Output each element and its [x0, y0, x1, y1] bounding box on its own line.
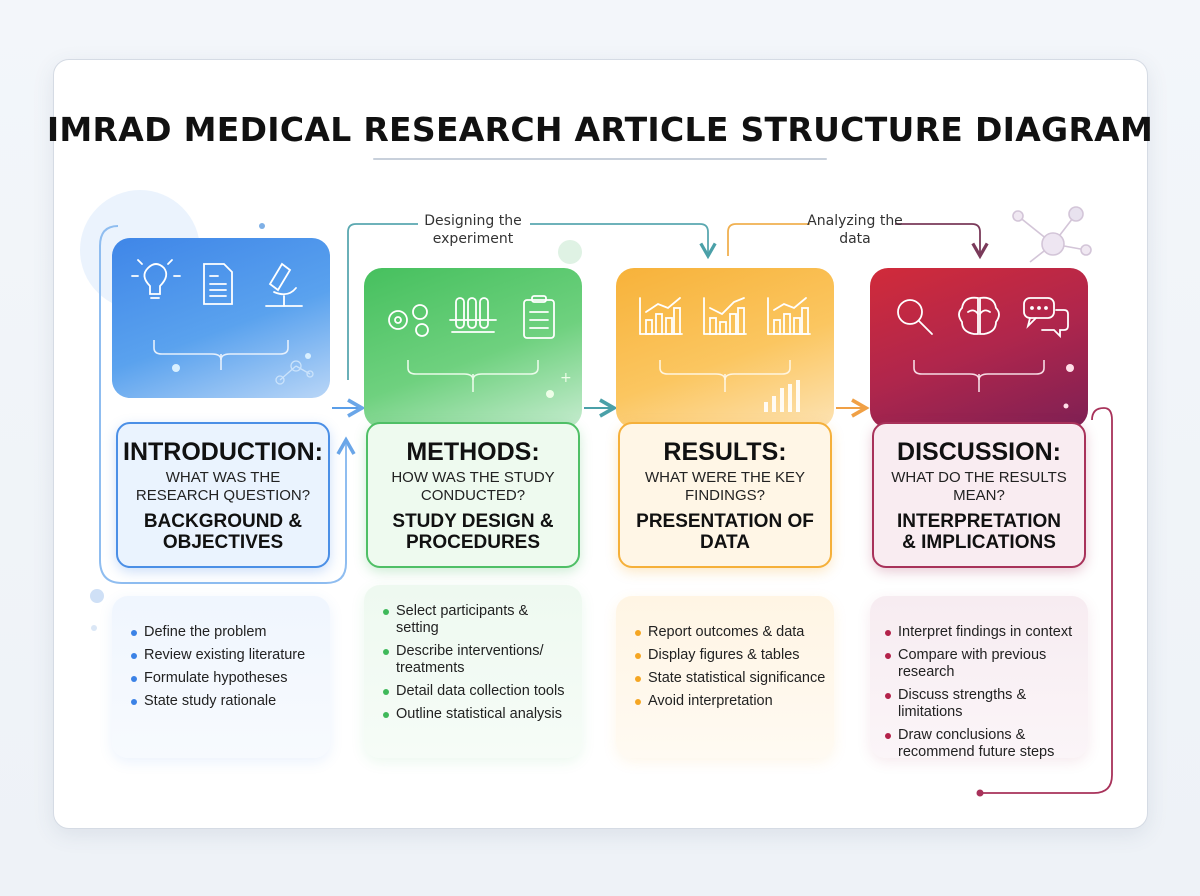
- list-item: Report outcomes & data: [632, 624, 834, 641]
- methods-subtitle: STUDY DESIGN & PROCEDURES: [392, 511, 554, 553]
- discussion-list-panel: Interpret findings in context Compare wi…: [870, 596, 1088, 761]
- test-tubes-icon: [449, 297, 497, 333]
- designing-connector-left: [347, 223, 418, 380]
- intro-icon-bracket: [153, 340, 311, 372]
- clipboard-icon: [523, 295, 555, 339]
- list-item: Select participants & setting: [380, 603, 572, 637]
- methods-icons: +: [388, 295, 572, 398]
- decor-dot: [558, 240, 582, 264]
- chat-bubbles-icon: [1023, 297, 1069, 339]
- discussion-question: WHAT DO THE RESULTS MEAN?: [891, 469, 1067, 504]
- methods-panel: +: [364, 268, 582, 428]
- title-underline: [373, 158, 827, 160]
- return-line-endpoint: [976, 789, 984, 797]
- analyzing-connector-left: [727, 223, 810, 256]
- intro-icons: [131, 259, 314, 385]
- intro-subtitle: BACKGROUND & OBJECTIVES: [143, 511, 303, 553]
- document-icon: [203, 263, 233, 305]
- analyzing-connector-right: [895, 223, 989, 260]
- list-item: Interpret findings in context: [882, 624, 1080, 641]
- list-item: Avoid interpretation: [632, 693, 834, 710]
- decor-dot: [90, 589, 104, 603]
- molecule-icon: [275, 360, 314, 385]
- magnifier-icon: [897, 299, 933, 335]
- brain-icon: [958, 296, 1000, 335]
- list-item: Detail data collection tools: [380, 683, 572, 700]
- flow-label-analyzing: Analyzing the data: [807, 213, 903, 247]
- list-item: Compare with previous research: [882, 647, 1080, 681]
- methods-title: METHODS:: [406, 438, 540, 466]
- intro-bullets: Define the problem Review existing liter…: [128, 624, 330, 710]
- discussion-icons: [897, 296, 1074, 409]
- gears-icon: [388, 304, 429, 337]
- list-item: Review existing literature: [128, 647, 330, 664]
- results-panel: [616, 268, 834, 428]
- list-item: Discuss strengths & limitations: [882, 687, 1080, 721]
- results-label-box: RESULTS: WHAT WERE THE KEY FINDINGS? PRE…: [618, 422, 832, 568]
- intro-label-box: INTRODUCTION: WHAT WAS THE RESEARCH QUES…: [116, 422, 330, 568]
- decor-bars: [764, 380, 800, 412]
- methods-bullets: Select participants & setting Describe i…: [380, 603, 572, 723]
- results-title: RESULTS:: [663, 438, 787, 466]
- methods-list-panel: Select participants & setting Describe i…: [364, 585, 582, 758]
- results-question: WHAT WERE THE KEY FINDINGS?: [644, 469, 806, 504]
- discussion-return-line: [982, 407, 1113, 794]
- methods-question: HOW WAS THE STUDY CONDUCTED?: [391, 469, 555, 504]
- results-subtitle: PRESENTATION OF DATA: [636, 511, 814, 553]
- list-item: State study rationale: [128, 693, 330, 710]
- intro-panel: [112, 238, 330, 398]
- list-item: Formulate hypotheses: [128, 670, 330, 687]
- intro-question: WHAT WAS THE RESEARCH QUESTION?: [135, 469, 311, 504]
- bar-chart-icon: [767, 297, 811, 335]
- svg-text:+: +: [560, 370, 572, 386]
- designing-connector-right: [530, 223, 717, 260]
- decor-dot: [259, 223, 265, 229]
- intro-title: INTRODUCTION:: [123, 438, 323, 466]
- microscope-icon: [265, 262, 303, 307]
- discussion-panel: [870, 268, 1088, 428]
- intro-frame-line: [99, 225, 356, 584]
- results-list-panel: Report outcomes & data Display figures &…: [616, 596, 834, 758]
- list-item: Draw conclusions & recommend future step…: [882, 727, 1080, 761]
- list-item: Describe interventions/ treatments: [380, 643, 572, 677]
- intro-list-panel: Define the problem Review existing liter…: [112, 596, 330, 758]
- discussion-label-box: DISCUSSION: WHAT DO THE RESULTS MEAN? IN…: [872, 422, 1086, 568]
- molecule-decor: [1012, 206, 1092, 263]
- lightbulb-icon: [131, 259, 181, 299]
- list-item: State statistical significance: [632, 670, 834, 687]
- bar-chart-icon: [703, 297, 747, 335]
- results-icons: [639, 297, 811, 412]
- list-item: Outline statistical analysis: [380, 706, 572, 723]
- discussion-title: DISCUSSION:: [897, 438, 1061, 466]
- diagram-title: IMRAD MEDICAL RESEARCH ARTICLE STRUCTURE…: [46, 110, 1154, 149]
- bar-chart-icon: [639, 297, 683, 335]
- list-item: Display figures & tables: [632, 647, 834, 664]
- list-item: Define the problem: [128, 624, 330, 641]
- results-bullets: Report outcomes & data Display figures &…: [632, 624, 834, 710]
- decor-dot: [91, 625, 97, 631]
- discussion-subtitle: INTERPRETATION & IMPLICATIONS: [897, 511, 1061, 553]
- methods-label-box: METHODS: HOW WAS THE STUDY CONDUCTED? ST…: [366, 422, 580, 568]
- flow-label-designing: Designing the experiment: [424, 213, 522, 247]
- discussion-bullets: Interpret findings in context Compare wi…: [882, 624, 1080, 761]
